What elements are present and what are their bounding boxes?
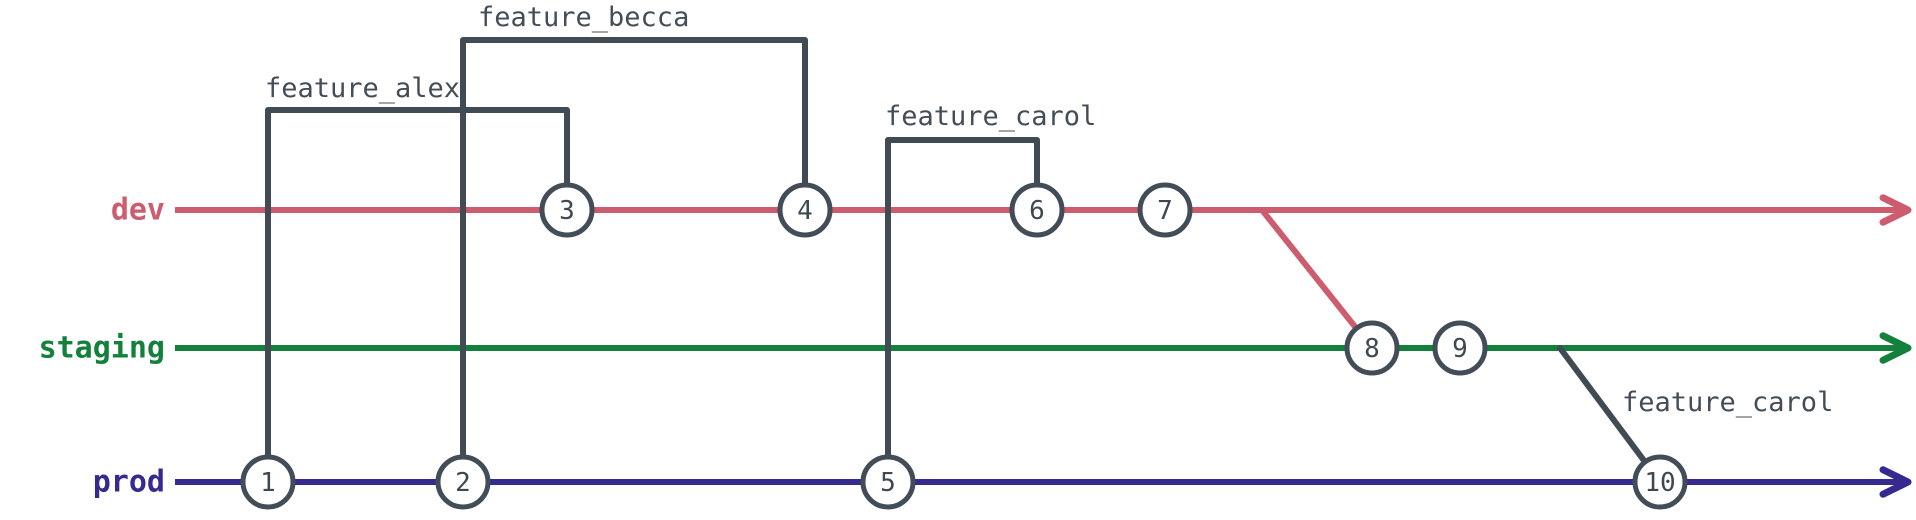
commit-node-7[interactable]	[1137, 182, 1193, 238]
commit-nodes-group	[240, 182, 1688, 510]
commit-node-4[interactable]	[777, 182, 833, 238]
feature_becca-path	[460, 37, 808, 485]
branch-label-feature_carol_left: feature_carol	[885, 101, 1097, 132]
commit-node-10[interactable]	[1632, 454, 1688, 510]
commit-node-3[interactable]	[539, 182, 595, 238]
feature_carol-left-path	[885, 137, 1040, 485]
branch-label-feature_becca: feature_becca	[478, 2, 690, 33]
lane-label-staging: staging	[38, 330, 165, 366]
merge-paths-group	[1259, 207, 1375, 351]
lane-lines-group	[175, 207, 1900, 485]
feature_carol-right-path	[1557, 345, 1663, 485]
branch-label-feature_carol_right: feature_carol	[1622, 387, 1834, 418]
staging-arrowhead	[1879, 332, 1912, 364]
commit-node-1[interactable]	[240, 454, 296, 510]
lane-label-dev: dev	[110, 192, 165, 228]
feature_alex-path	[265, 107, 570, 485]
commit-node-5[interactable]	[860, 454, 916, 510]
prod-arrowhead	[1879, 466, 1912, 498]
branch-paths-group	[265, 37, 1663, 485]
commit-node-2[interactable]	[435, 454, 491, 510]
arrowheads-group	[1879, 194, 1912, 498]
commit-node-6[interactable]	[1009, 182, 1065, 238]
branch-label-feature_alex: feature_alex	[265, 73, 461, 104]
commit-node-8[interactable]	[1344, 320, 1400, 376]
lane-label-prod: prod	[92, 464, 165, 500]
dev-arrowhead	[1879, 194, 1912, 226]
dev-to-staging-merge	[1259, 207, 1375, 351]
commit-node-9[interactable]	[1432, 320, 1488, 376]
